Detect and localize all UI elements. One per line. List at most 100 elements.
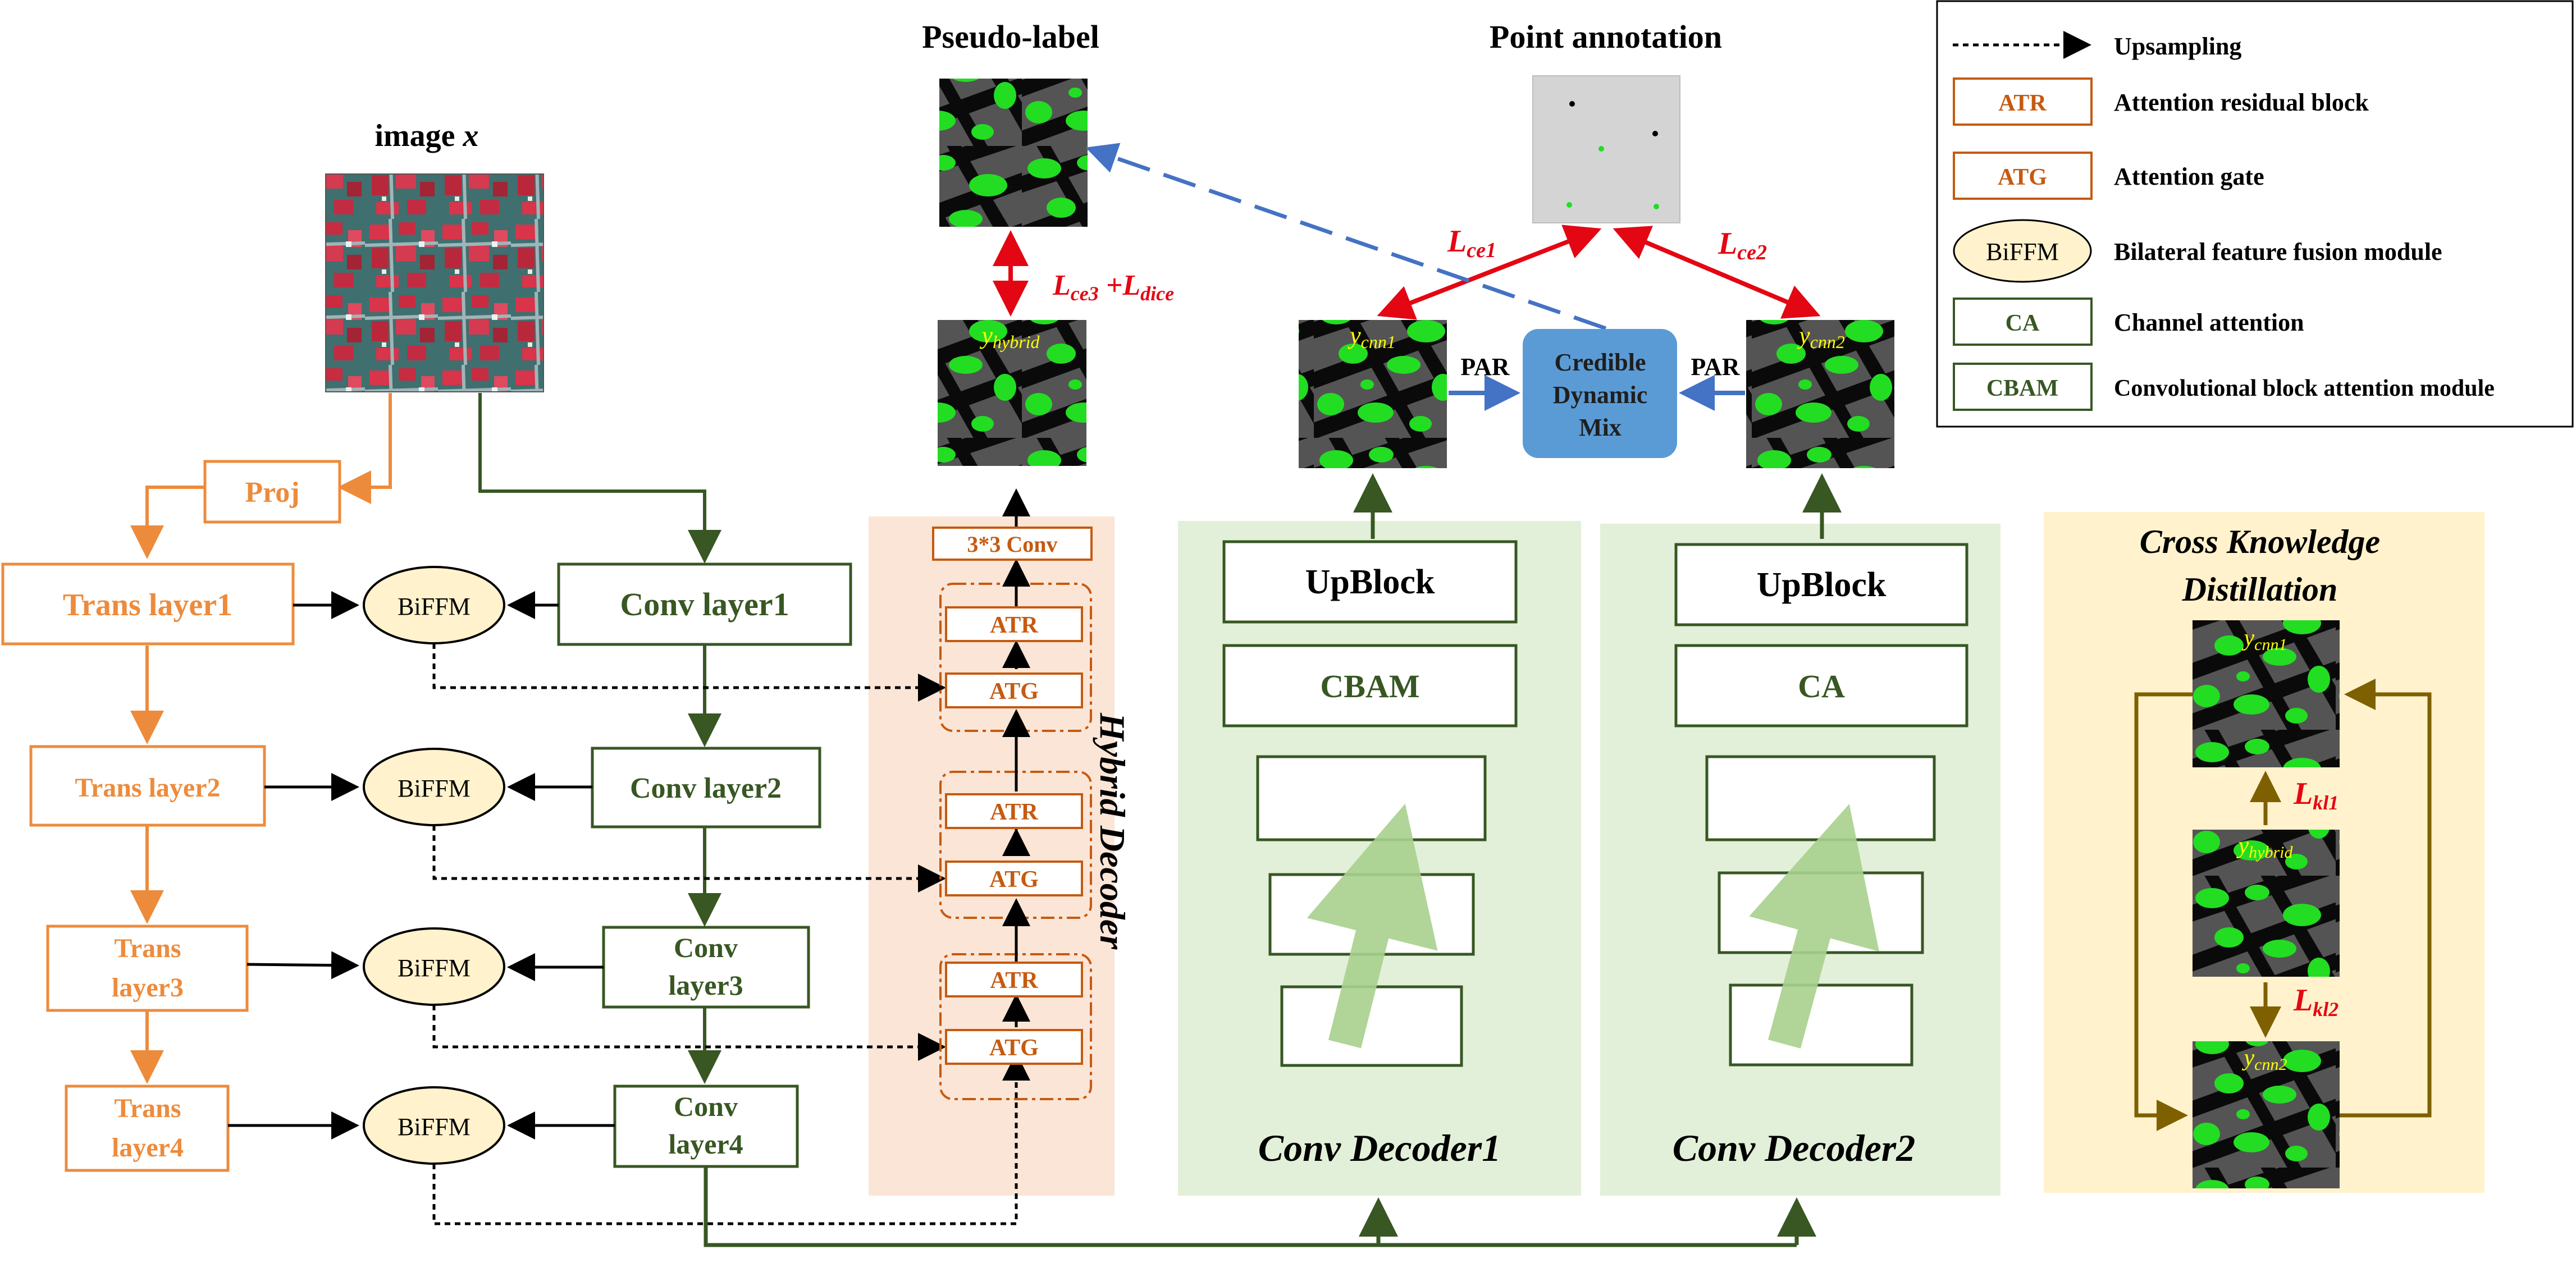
conv-layer2-box: Conv layer2 [591,747,821,829]
legend-bffm-desc: Bilateral feature fusion module [2114,238,2442,266]
bffm-label-1: BiFFM [398,593,471,620]
decoder2-title: Conv Decoder2 [1673,1127,1915,1169]
point-annotation-title: Point annotation [1490,19,1722,55]
legend-ca-key [1953,298,2093,346]
conv-layer4-box: Conv layer4 [613,1084,799,1168]
legend-atr-key [1953,77,2093,126]
ckd-ycnn1-map [2193,620,2340,767]
y-cnn1-map [1299,320,1447,468]
cdm-label-line3: Mix [1579,414,1622,441]
upsample-bffm2-to-atg2 [432,825,946,893]
annotation-point [1569,101,1575,107]
bffm-label-2: BiFFM [398,775,471,802]
image-title: image x [374,118,478,153]
trans-layer3-label-line2: layer3 [112,973,184,1003]
image-to-proj-arrow [337,393,392,504]
atr-box-1: ATR [945,606,1083,642]
cdm-to-pseudo-label-dashed-arrow [1085,143,1607,331]
atg-label-3: ATG [989,1035,1039,1061]
par-label-right: PAR [1691,353,1740,381]
decoder2-upward-flow-arrow [1749,804,1879,1049]
upsample-bffm3-to-atg3 [432,1005,946,1061]
decoder1-cbam-label: CBAM [1320,668,1419,704]
decoder2-block-3 [1729,983,1913,1067]
legend-bffm-key [1953,219,2092,283]
ckd-yhybrid-map [2193,830,2340,977]
trans-layer2-box: Trans layer2 [29,745,266,827]
atr-label-1: ATR [990,612,1038,638]
atg-box-3: ATG [945,1029,1083,1065]
decoder2-ca-label: CA [1798,668,1845,704]
ckd-title-line1: Cross Knowledge [2140,523,2380,560]
conv-layer1-box: Conv layer1 [557,562,852,646]
lkl2-label: Lkl2 [2293,983,2339,1021]
lce1-arrow [1377,225,1602,320]
legend-atg-key [1953,152,2093,200]
legend-ca-desc: Channel attention [2114,309,2304,336]
conv-layer3-label-line1: Conv [674,932,738,963]
decoder2-upblock-label: UpBlock [1757,566,1887,604]
trans-layer4-label-line1: Trans [114,1093,181,1123]
atr-label-2: ATR [990,799,1038,825]
atr-label-3: ATR [990,968,1038,994]
lce3-dice-label: Lce3 +Ldice [1052,269,1174,305]
y-cnn1-label: ycnn1 [1348,322,1396,352]
atr-box-3: ATR [945,962,1083,997]
decoder1-upblock-label: UpBlock [1305,563,1435,601]
point-annotation-map [1532,75,1680,223]
legend: Upsampling ATR Attention residual block … [1936,0,2574,428]
legend-atg-desc: Attention gate [2114,163,2264,190]
ycnn1-to-ycnn2-loop-arrow [2134,692,2193,1131]
conv33-label: 3*3 Conv [967,532,1057,557]
legend-atr-desc: Attention residual block [2114,89,2369,116]
trans-layer4-box: Trans layer4 [65,1084,230,1172]
atg-label-1: ATG [989,679,1039,704]
lce1-label: Lce1 [1447,224,1496,262]
input-satellite-image [325,173,544,392]
lkl1-label: Lkl1 [2293,776,2339,814]
trans-layer3-label-line1: Trans [114,933,181,963]
legend-ca-key-label: CA [2006,310,2040,336]
atg-label-2: ATG [989,867,1039,893]
ckd-ycnn1-label: ycnn1 [2242,625,2287,654]
trans-layer3-box: Trans layer3 [46,925,249,1012]
cdm-label-line2: Dynamic [1553,381,1648,409]
conv-layer3-label-line2: layer3 [668,969,743,1001]
legend-cbam-key [1953,363,2093,411]
ckd-ycnn2-map [2193,1041,2340,1188]
trans3-to-bffm3-arrow [246,951,359,980]
credible-dynamic-mix-box: Credible Dynamic Mix [1523,329,1677,458]
upsample-bffm1-to-atg1 [432,643,946,702]
annotation-point [1654,204,1659,209]
trans-layer1-label: Trans layer1 [63,588,232,623]
legend-bffm-key-label: BiFFM [1986,238,2059,266]
trans-layer1-box: Trans layer1 [1,562,295,646]
conv-layer2-label: Conv layer2 [630,772,782,804]
atg-box-1: ATG [945,672,1083,708]
ycnn2-to-ycnn1-loop-arrow [2340,679,2432,1118]
bffm-label-3: BiFFM [398,954,471,982]
atr-box-2: ATR [945,793,1083,829]
bffm-label-4: BiFFM [398,1113,471,1141]
legend-cbam-key-label: CBAM [1986,376,2058,401]
lce2-arrow [1613,226,1821,319]
decoder2-upblock-box: UpBlock [1674,543,1968,626]
annotation-point [1566,202,1572,208]
conv-layer4-label-line2: layer4 [668,1128,743,1160]
conv-layer1-label: Conv layer1 [620,586,789,623]
legend-upsampling-label: Upsampling [2114,33,2241,60]
conv4-output-line [704,1166,1797,1247]
atg-box-2: ATG [945,861,1083,896]
legend-cbam-desc: Convolutional block attention module [2114,376,2495,401]
decoder1-upward-flow-arrow [1307,803,1438,1049]
decoder1-block-1 [1256,755,1487,841]
trans-layer2-label: Trans layer2 [75,773,220,803]
decoder1-cbam-box: CBAM [1222,644,1518,727]
bffm-node-4: BiFFM [363,1086,505,1165]
proj-label: Proj [245,477,299,509]
bffm-node-2: BiFFM [363,748,505,826]
annotation-point [1652,131,1658,136]
y-cnn2-map [1746,320,1894,468]
ckd-ycnn2-label: ycnn2 [2242,1045,2287,1074]
